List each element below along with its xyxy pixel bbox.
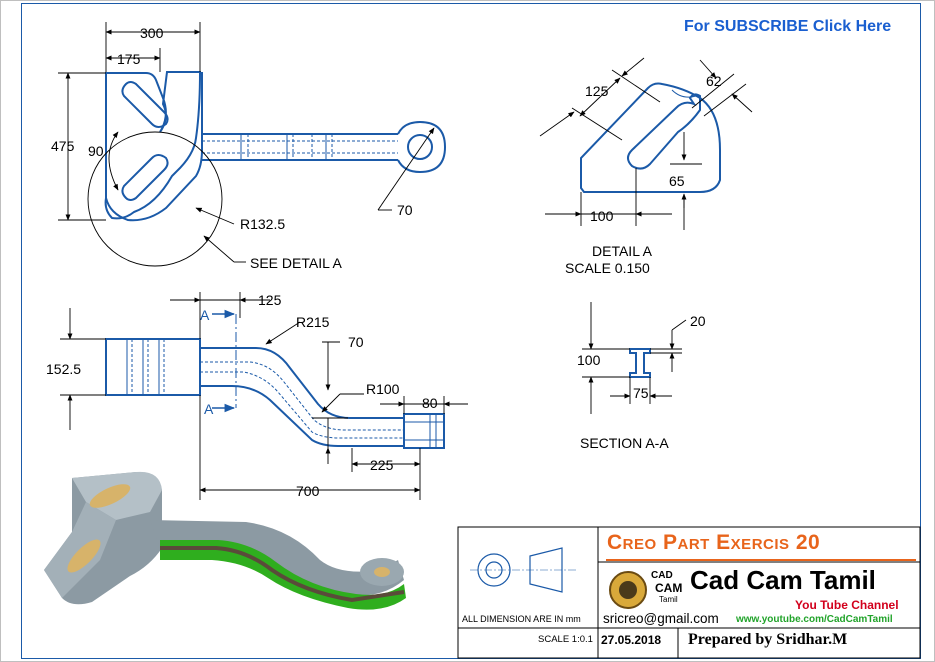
logo-text-cad: CAD (651, 570, 673, 581)
front-view-dimensions (60, 292, 468, 500)
logo-text-tamil: Tamil (659, 595, 678, 604)
front-dim-70: 70 (348, 334, 364, 350)
section-label-top: A (200, 307, 210, 323)
dimension-note: ALL DIMENSION ARE IN mm (462, 614, 581, 624)
top-view-dimensions (58, 22, 435, 263)
title-block-title: Creo Part Exercis 20 (607, 531, 821, 554)
detail-dim-65: 65 (669, 173, 685, 189)
front-dim-225: 225 (370, 457, 394, 473)
detail-circle (87, 131, 223, 267)
dim-r1325: R132.5 (240, 216, 285, 232)
section-aa-dimensions (582, 302, 687, 414)
detail-a-title: DETAIL A (592, 243, 653, 259)
section-dim-75: 75 (633, 385, 649, 401)
top-view (87, 71, 447, 267)
detail-a-dimensions (539, 57, 753, 230)
section-aa-view (629, 348, 651, 378)
email-text: sricreo@gmail.com (603, 611, 719, 626)
detail-dim-62: 62 (706, 73, 722, 89)
prepared-by-text: Prepared by Sridhar.M (688, 631, 848, 648)
dim-175: 175 (117, 51, 141, 67)
front-view (105, 309, 445, 449)
detail-a-scale: SCALE 0.150 (565, 260, 650, 276)
dim-300: 300 (140, 25, 164, 41)
dim-hole-70: 70 (397, 202, 413, 218)
front-dim-125: 125 (258, 292, 282, 308)
scale-note: SCALE 1:0.1 (538, 634, 593, 645)
detail-dim-100: 100 (590, 208, 614, 224)
dim-475: 475 (51, 138, 75, 154)
section-dim-20: 20 (690, 313, 706, 329)
front-dim-1525: 152.5 (46, 361, 81, 377)
logo-text-cam: CAM (655, 581, 683, 595)
detail-dim-125: 125 (585, 83, 609, 99)
section-label-bottom: A (204, 401, 214, 417)
see-detail-callout: SEE DETAIL A (250, 255, 342, 271)
detail-a-view (580, 82, 721, 193)
front-dim-80: 80 (422, 395, 438, 411)
date-text: 27.05.2018 (601, 633, 662, 647)
dim-angle-90: 90 (88, 143, 104, 159)
section-aa-title: SECTION A-A (580, 435, 669, 451)
title-block-frame (457, 526, 921, 659)
front-dim-r215: R215 (296, 314, 330, 330)
front-dim-700: 700 (296, 483, 320, 499)
part-3d-preview (44, 471, 406, 610)
section-dim-100: 100 (577, 352, 601, 368)
brand-name: Cad Cam Tamil (690, 565, 876, 595)
front-dim-r100: R100 (366, 381, 400, 397)
brand-subtitle: You Tube Channel (795, 598, 899, 612)
subscribe-link[interactable]: For SUBSCRIBE Click Here (684, 18, 892, 35)
youtube-link[interactable]: www.youtube.com/CadCamTamil (736, 614, 893, 625)
projection-symbol-cone (529, 547, 563, 593)
